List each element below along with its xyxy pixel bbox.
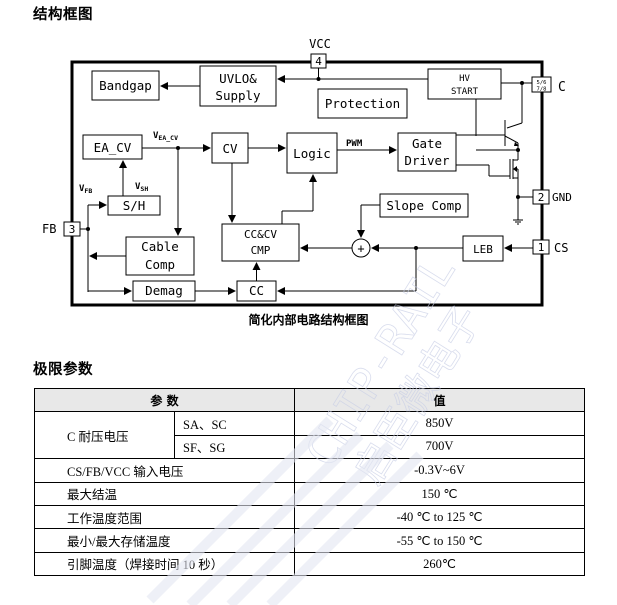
block-protection-rect [317,88,408,119]
row-value: 260℃ [294,551,585,577]
block-cccv-line1: CC&CV [244,228,277,241]
pin-c: 5/6 7/8 C [531,76,566,95]
block-uvlo-line2: Supply [215,88,261,103]
pin-c-number-top: 5/6 [537,80,547,86]
table-row: CS/FB/VCC 输入电压 -0.3V~6V [34,458,585,483]
diagram-caption: 简化内部电路结构框图 [248,313,369,327]
pin-c-label: C [558,80,566,95]
table-row: 引脚温度（焊接时间 10 秒） 260℃ [34,551,585,577]
block-uvlo-rect [199,65,277,107]
block-bandgap: Bandgap [99,78,152,93]
block-hv-start-rect [427,68,502,100]
pin-gnd-number: 2 [538,191,545,204]
pin-vcc-number: 4 [315,55,322,68]
signal-v-sh: VSH [135,182,148,193]
block-cable-line1: Cable [141,239,179,254]
block-diagram: 4 VCC 5/6 7/8 C 2 GND 3 FB 1 CS [42,37,572,307]
table-row: 最小/最大存储温度 -55 ℃ to 150 ℃ [34,528,585,553]
pin-gnd: 2 GND [532,189,572,205]
block-cv-rect [211,132,249,164]
row-param: CS/FB/VCC 输入电压 [34,458,295,483]
table-row: 工作温度范围 -40 ℃ to 125 ℃ [34,504,585,530]
block-sh-rect [107,195,161,216]
block-sh: S/H [123,198,146,213]
summing-plus: + [357,242,364,256]
table-row: C 耐压电压 SA、SC 850V [34,411,585,460]
row-value: -0.3V~6V [294,458,585,483]
pin-fb-label: FB [42,222,56,236]
row-value: 150 ℃ [294,481,585,506]
block-cable-comp-rect [125,236,195,276]
row-value: -40 ℃ to 125 ℃ [294,504,585,530]
block-gate-line1: Gate [412,136,442,151]
block-hv-line1: HV [459,74,470,84]
absolute-max-table: 参 数 值 C 耐压电压 SA、SC 850V SF、SG 700V CS/FB… [34,387,585,577]
pin-fb: 3 FB [42,221,81,237]
block-leb: LEB [473,243,493,256]
row-param: 引脚温度（焊接时间 10 秒） [34,551,295,577]
row-param: 工作温度范围 [34,504,295,530]
block-gate-driver-rect [397,132,457,172]
pin-cs: 1 CS [532,239,568,255]
block-gate-line2: Driver [404,153,450,168]
block-logic-rect [286,132,338,174]
block-logic: Logic [293,146,331,161]
block-cccv-cmp-rect [221,223,300,262]
chip-outline [70,60,544,307]
section-title-absolute-max: 极限参数 [33,362,93,378]
signal-pwm: PWM [346,139,363,149]
row-param: 最小/最大存储温度 [34,528,295,553]
pin-c-number-bottom: 7/8 [537,87,547,93]
header-param: 参 数 [34,387,295,413]
block-bandgap-rect [91,70,160,101]
block-cable-line2: Comp [145,257,175,272]
table-header-row: 参 数 值 [34,387,585,413]
section-title-block-diagram: 结构框图 [33,7,93,23]
pin-fb-number: 3 [69,223,76,236]
block-ea-cv: EA_CV [94,140,132,155]
pin-vcc-label: VCC [309,37,331,51]
row-param: C 耐压电压 [34,411,175,460]
block-protection: Protection [325,96,400,111]
pin-c-box [531,76,552,93]
block-slope-comp: Slope Comp [386,198,461,213]
table-row: 最大结温 150 ℃ [34,481,585,506]
pin-cs-number: 1 [538,241,545,254]
block-hv-line2: START [451,87,479,97]
row-subparam: SF、SG [174,434,295,460]
pin-cs-box [532,239,550,255]
block-cccv-line2: CMP [251,244,271,257]
block-uvlo-line1: UVLO& [219,71,257,86]
row-value: -55 ℃ to 150 ℃ [294,528,585,553]
row-value: 850V [294,411,585,436]
signal-v-fb: VFB [79,184,92,195]
pin-gnd-label: GND [552,191,572,204]
header-value: 值 [294,387,585,413]
block-cc: CC [249,283,264,298]
row-param: 最大结温 [34,481,295,506]
pin-vcc: 4 VCC [309,37,331,69]
pin-cs-label: CS [554,241,568,255]
block-cv: CV [222,141,238,156]
block-demag: Demag [145,283,183,298]
signal-v-ea-cv: VEA_CV [153,131,178,142]
row-value: 700V [294,434,585,460]
row-subparam: SA、SC [174,411,295,436]
block-ea-cv-rect [82,134,143,160]
